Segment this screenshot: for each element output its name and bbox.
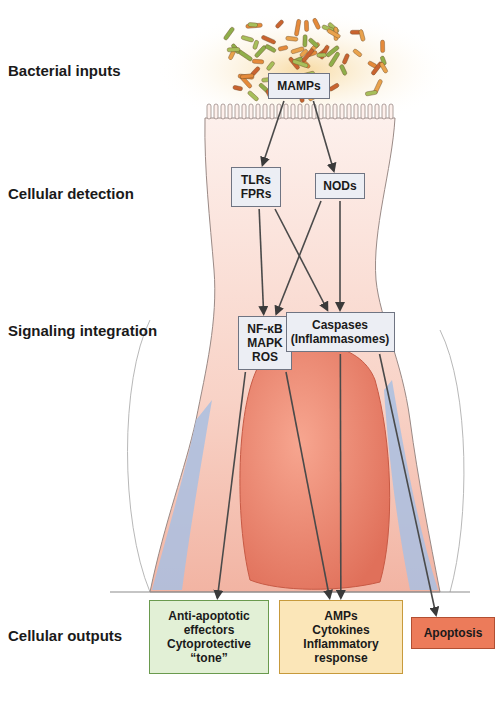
- neighbor-cell: [128, 320, 151, 592]
- bacteria-glow: [155, 10, 455, 130]
- process-box: NODs: [315, 173, 365, 199]
- output-box: Anti-apoptotic effectorsCytoprotective “…: [149, 600, 269, 674]
- arrow-connector: [275, 209, 327, 310]
- box-text: Inflammatory response: [286, 637, 396, 665]
- box-text: MAMPs: [273, 79, 325, 93]
- output-box: Apoptosis: [411, 617, 495, 649]
- box-text: TLRs FPRs: [236, 173, 276, 201]
- arrow-connector: [217, 372, 245, 598]
- box-text: Apoptosis: [418, 626, 488, 640]
- output-box: AMPsCytokinesInflammatory response: [279, 600, 403, 674]
- epithelial-cell: [150, 118, 440, 592]
- box-text: Cytoprotective “tone”: [156, 637, 262, 665]
- level-label: Signaling integration: [8, 322, 157, 339]
- bacteria: [223, 18, 388, 103]
- process-box: NF-κB MAPK ROS: [238, 316, 292, 370]
- level-label: Cellular detection: [8, 185, 134, 202]
- box-text: Cytokines: [286, 623, 396, 637]
- arrow-connector: [276, 201, 321, 314]
- process-box: Caspases (Inflammasomes): [286, 312, 395, 352]
- neighbor-blue-left: [152, 400, 212, 590]
- process-box: MAMPs: [268, 73, 330, 99]
- arrow-connector: [259, 209, 264, 314]
- box-text: Anti-apoptotic effectors: [156, 609, 262, 637]
- box-text: NODs: [320, 179, 360, 193]
- arrow-connector: [313, 101, 334, 171]
- neighbor-cell: [440, 330, 464, 592]
- arrow-connector: [339, 201, 341, 310]
- microvilli: [207, 104, 393, 119]
- arrow-connector: [340, 354, 342, 598]
- box-text: Caspases (Inflammasomes): [291, 318, 390, 346]
- level-label: Cellular outputs: [8, 627, 122, 644]
- box-text: NF-κB MAPK ROS: [243, 322, 287, 364]
- level-label: Bacterial inputs: [8, 62, 121, 79]
- nucleus: [240, 345, 390, 590]
- arrow-connector: [380, 354, 437, 615]
- arrow-connector: [286, 372, 330, 598]
- basement-membrane: [110, 591, 470, 592]
- process-box: TLRs FPRs: [231, 167, 281, 207]
- box-text: AMPs: [286, 609, 396, 623]
- arrow-connector: [262, 101, 284, 165]
